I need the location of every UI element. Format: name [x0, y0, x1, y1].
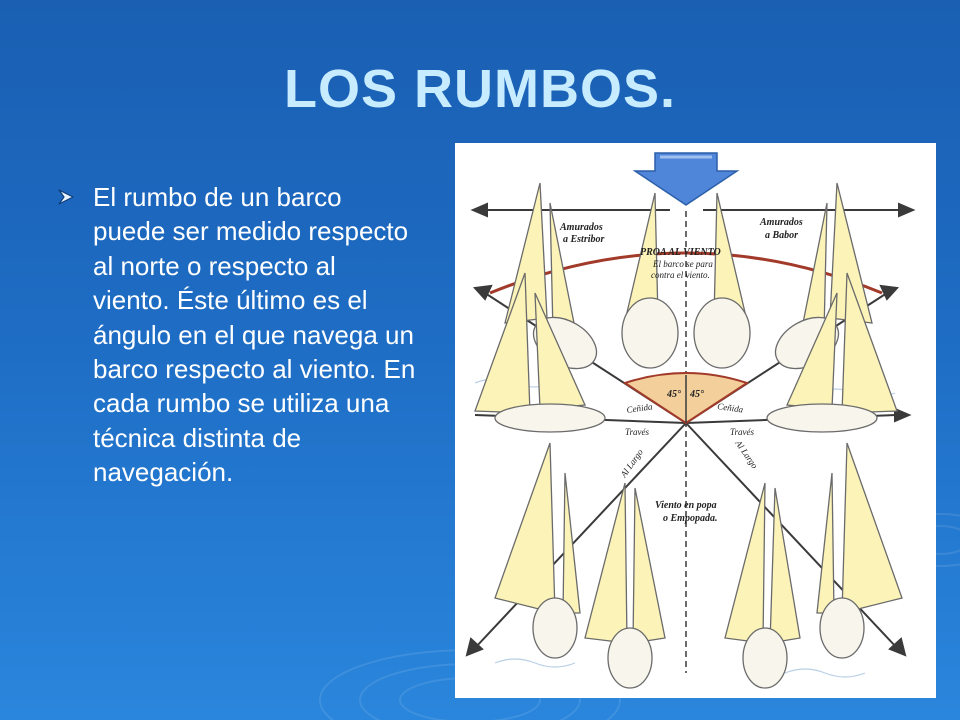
label-traves-left: Través [625, 427, 650, 437]
label-largo-left: Al Largo [618, 447, 645, 480]
label-traves-right: Través [730, 427, 755, 437]
label-popa-2: o Empopada. [663, 513, 717, 524]
label-angle-left: 45° [666, 389, 681, 400]
label-proa-sub1: El barco se para [652, 259, 713, 269]
label-amurados-estribor-1: Amurados [559, 222, 603, 233]
label-proa-sub2: contra el viento. [651, 270, 710, 280]
label-angle-right: 45° [689, 389, 704, 400]
label-cenida-right: Ceñida [717, 401, 745, 415]
bullet-text: El rumbo de un barco puede ser medido re… [93, 182, 416, 488]
wind-arrow-icon [632, 152, 740, 206]
label-cenida-left: Ceñida [626, 401, 654, 415]
angle-wedge [622, 372, 750, 425]
sailboats [474, 182, 903, 689]
label-largo-right: Al Largo [733, 438, 760, 471]
tack-arrows [470, 202, 916, 218]
label-amurados-babor-1: Amurados [759, 217, 803, 228]
arrow-bullet-icon [58, 189, 74, 205]
slide-title: LOS RUMBOS. [283, 59, 676, 119]
label-popa-1: Viento en popa [655, 500, 717, 511]
label-amurados-estribor-2: a Estribor [563, 234, 605, 245]
points-of-sail-diagram: Amurados a Estribor Amurados a Babor PRO… [455, 143, 936, 698]
bullet-item: El rumbo de un barco puede ser medido re… [58, 180, 418, 490]
label-proa: PROA AL VIENTO [640, 247, 721, 258]
label-amurados-babor-2: a Babor [765, 230, 798, 241]
